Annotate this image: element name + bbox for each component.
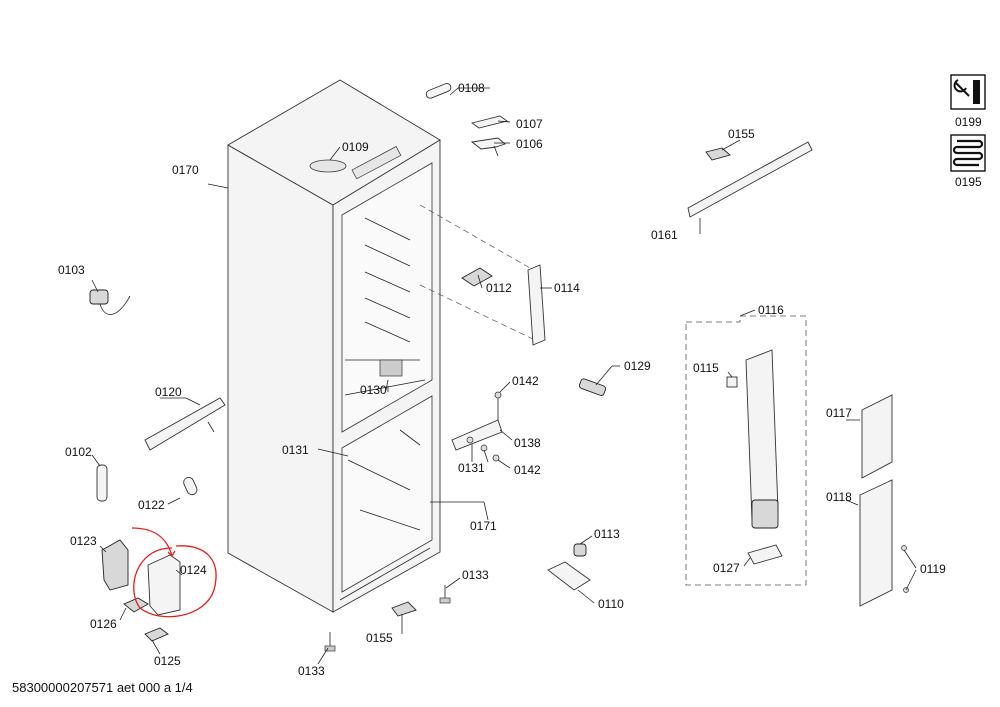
label-0110: 0110 <box>598 597 624 611</box>
label-0131-a: 0131 <box>282 443 309 457</box>
label-0127: 0127 <box>713 561 740 575</box>
part-0106 <box>470 137 506 157</box>
part-0142-b <box>492 454 500 462</box>
label-0120: 0120 <box>155 385 182 399</box>
label-0123: 0123 <box>70 534 97 548</box>
label-0112: 0112 <box>486 281 512 295</box>
assembly-0116-box <box>685 315 807 586</box>
part-0117 <box>861 394 893 479</box>
part-0118 <box>859 479 893 607</box>
label-0117: 0117 <box>826 406 852 420</box>
label-0171: 0171 <box>470 519 497 533</box>
leader-lines <box>91 87 917 665</box>
part-0133-a <box>439 585 451 604</box>
part-0122 <box>183 476 198 496</box>
part-0112 <box>461 267 493 287</box>
part-0161 <box>687 141 813 218</box>
highlight-annotation <box>131 527 217 618</box>
part-0133-b <box>324 632 336 652</box>
part-0103 <box>89 289 131 315</box>
part-0102 <box>96 464 108 502</box>
part-0129 <box>578 378 607 396</box>
label-0138: 0138 <box>514 436 541 450</box>
label-0155-bottom: 0155 <box>366 631 393 645</box>
label-0129: 0129 <box>624 359 651 373</box>
part-0114 <box>527 264 546 346</box>
part-0155-bottom <box>391 601 417 617</box>
part-0113 <box>573 543 587 557</box>
label-0133-a: 0133 <box>462 568 489 582</box>
label-0133-b: 0133 <box>298 664 325 678</box>
label-0142-a: 0142 <box>512 374 539 388</box>
label-0106: 0106 <box>516 137 543 151</box>
part-0123 <box>101 539 129 591</box>
label-0161: 0161 <box>651 228 678 242</box>
label-0119: 0119 <box>920 562 946 576</box>
label-0109: 0109 <box>342 140 369 154</box>
part-0126 <box>123 597 149 613</box>
label-0107: 0107 <box>516 117 543 131</box>
part-0125 <box>144 627 169 642</box>
part-0131-screws <box>466 436 488 452</box>
label-0126: 0126 <box>90 617 117 631</box>
part-0124 <box>147 554 181 616</box>
service-code: 0199 <box>955 115 982 129</box>
label-0155-top: 0155 <box>728 127 755 141</box>
part-0130 <box>385 379 389 391</box>
label-0118: 0118 <box>826 490 852 504</box>
part-0142-a <box>494 391 502 399</box>
part-0155-top <box>705 147 731 161</box>
label-0131-b: 0131 <box>458 461 485 475</box>
label-0103: 0103 <box>58 263 85 277</box>
coil-code: 0195 <box>955 175 982 189</box>
label-0102: 0102 <box>65 445 92 459</box>
label-0122: 0122 <box>138 498 165 512</box>
part-0120 <box>144 397 226 451</box>
explosion-lines <box>419 204 536 341</box>
part-0119 <box>901 545 909 593</box>
label-0142-b: 0142 <box>514 463 541 477</box>
part-0110 <box>547 561 591 591</box>
coil-icon <box>950 134 986 172</box>
label-0114: 0114 <box>554 281 580 295</box>
label-0115: 0115 <box>693 361 719 375</box>
label-0130: 0130 <box>360 383 387 397</box>
fridge-body <box>227 79 441 613</box>
part-0108 <box>425 83 452 99</box>
wrench-icon <box>950 74 986 110</box>
label-0125: 0125 <box>154 654 181 668</box>
document-id: 58300000207571 aet 000 a 1/4 <box>12 680 193 695</box>
part-labels: 0108 0107 0106 0109 0170 0155 0161 0103 … <box>58 81 946 678</box>
label-0108: 0108 <box>458 81 485 95</box>
part-0138 <box>451 398 503 451</box>
part-0107 <box>470 115 509 129</box>
label-0170: 0170 <box>172 163 199 177</box>
label-0113: 0113 <box>594 527 620 541</box>
label-0124: 0124 <box>180 563 207 577</box>
label-0116: 0116 <box>758 303 784 317</box>
